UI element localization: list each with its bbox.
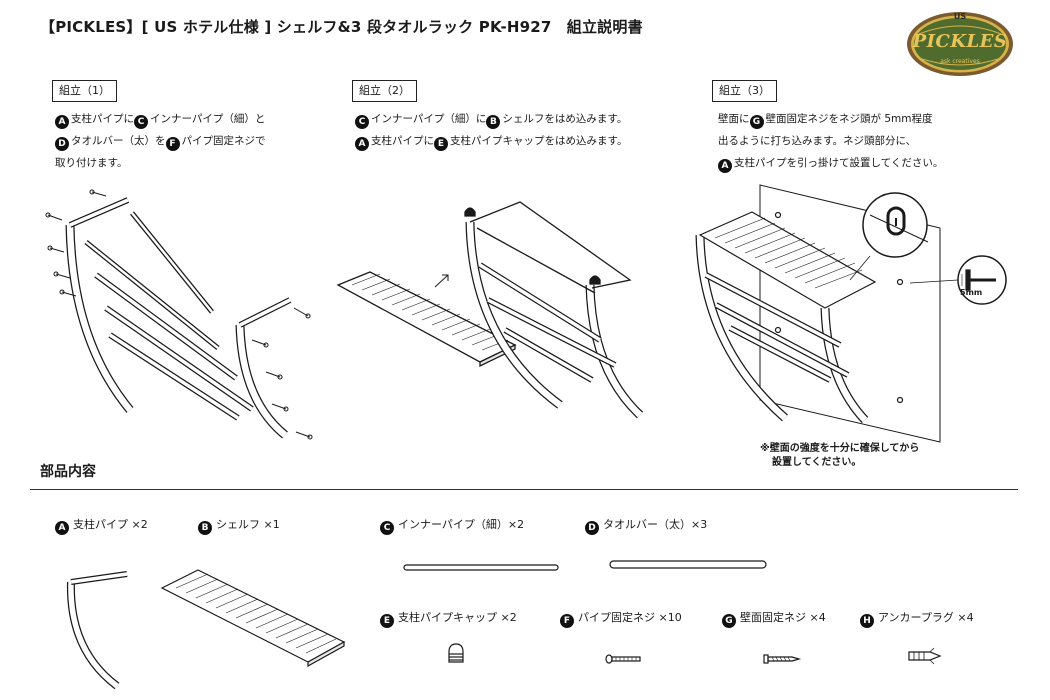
instruction-line: 出るように打ち込みます。ネジ頭部分に、 (718, 130, 943, 152)
instruction-text: インナーパイプ（細）と (150, 113, 266, 125)
logo-name: PICKLES (912, 31, 1008, 52)
safety-note-line-1: ※壁面の強度を十分に確保してから (760, 443, 920, 454)
part-badge-b: B (486, 115, 501, 129)
part-f-text: パイプ固定ネジ ×10 (578, 611, 682, 624)
badge-c: C (380, 521, 394, 535)
logo-top-text: US (953, 12, 967, 21)
instruction-text: 取り付けます。 (55, 157, 128, 169)
part-badge-e: E (434, 137, 448, 151)
instruction-text: シェルフをはめ込みます。 (502, 113, 628, 125)
badge-d: D (585, 521, 599, 535)
part-badge-g: G (749, 115, 764, 129)
part-b-label: B シェルフ ×1 (198, 516, 280, 535)
part-g-label: G 壁面固定ネジ ×4 (722, 609, 826, 628)
part-f-label: F パイプ固定ネジ ×10 (560, 609, 682, 628)
instruction-text: インナーパイプ（細）に (371, 113, 487, 125)
part-a-text: 支柱パイプ ×2 (73, 518, 148, 531)
instruction-text: 支柱パイプに (71, 113, 134, 125)
parts-section-title: 部品内容 (40, 464, 96, 480)
part-d-text: タオルバー（太）×3 (603, 518, 708, 531)
instruction-text: タオルバー（太）を (71, 135, 166, 147)
part-g-text: 壁面固定ネジ ×4 (740, 611, 826, 624)
pickles-logo: US PICKLES ask creatives (905, 8, 1015, 78)
part-badge-c: C (355, 115, 369, 129)
shelf-image (158, 558, 348, 670)
part-a-label: A 支柱パイプ ×2 (55, 516, 148, 535)
badge-g: G (722, 614, 736, 628)
document-title: 【PICKLES】[ US ホテル仕様 ] シェルフ&3 段タオルラック PK-… (40, 18, 643, 36)
instruction-line: 取り付けます。 (55, 152, 266, 174)
instruction-text: 壁面に (718, 113, 750, 125)
instruction-text: 壁面固定ネジをネジ頭が 5mm程度 (765, 113, 933, 125)
safety-note: ※壁面の強度を十分に確保してから 設置してください。 (760, 442, 919, 470)
badge-h: H (860, 614, 874, 628)
step-1-label: 組立（1） (52, 80, 117, 102)
step-3-illustration: 5mm (690, 180, 1020, 450)
instruction-text: 支柱パイプに (371, 135, 434, 147)
instruction-text: パイプ固定ネジで (181, 135, 266, 147)
part-badge-a: A (718, 159, 732, 173)
instruction-text: 出るように打ち込みます。ネジ頭部分に、 (718, 135, 917, 147)
part-badge-d: D (55, 137, 69, 151)
pipe-cap-image (446, 642, 466, 666)
step-1-illustration (40, 180, 330, 450)
dimension-label: 5mm (960, 288, 983, 297)
badge-a: A (55, 521, 69, 535)
part-d-label: D タオルバー（太）×3 (585, 516, 707, 535)
towel-bar-image (609, 556, 767, 569)
pipe-screw-image (604, 650, 644, 664)
inner-pipe-image (403, 558, 559, 571)
anchor-plug-image (906, 647, 946, 665)
part-e-label: E 支柱パイプキャップ ×2 (380, 609, 517, 628)
part-e-text: 支柱パイプキャップ ×2 (398, 611, 517, 624)
instruction-text: 支柱パイプキャップをはめ込みます。 (450, 135, 628, 147)
part-c-label: C インナーパイプ（細）×2 (380, 516, 524, 535)
safety-note-line-2: 設置してください。 (772, 457, 862, 468)
part-h-text: アンカープラグ ×4 (878, 611, 974, 624)
part-b-text: シェルフ ×1 (216, 518, 280, 531)
badge-b: B (198, 521, 212, 535)
part-badge-a: A (355, 137, 369, 151)
part-badge-a: A (55, 115, 69, 129)
badge-e: E (380, 614, 394, 628)
part-badge-f: F (165, 137, 180, 151)
part-c-text: インナーパイプ（細）×2 (398, 518, 525, 531)
wall-screw-image (762, 650, 802, 664)
part-badge-c: C (134, 115, 148, 129)
badge-f: F (560, 614, 574, 628)
support-pipe-image (55, 570, 135, 690)
step-3-label: 組立（3） (712, 80, 777, 102)
instruction-text: 支柱パイプを引っ掛けて設置してください。 (734, 157, 944, 169)
part-h-label: H アンカープラグ ×4 (860, 609, 974, 628)
section-divider (30, 489, 1018, 490)
step-2-illustration (330, 190, 670, 430)
step-2-label: 組立（2） (352, 80, 417, 102)
logo-sub-text: ask creatives (940, 58, 980, 65)
